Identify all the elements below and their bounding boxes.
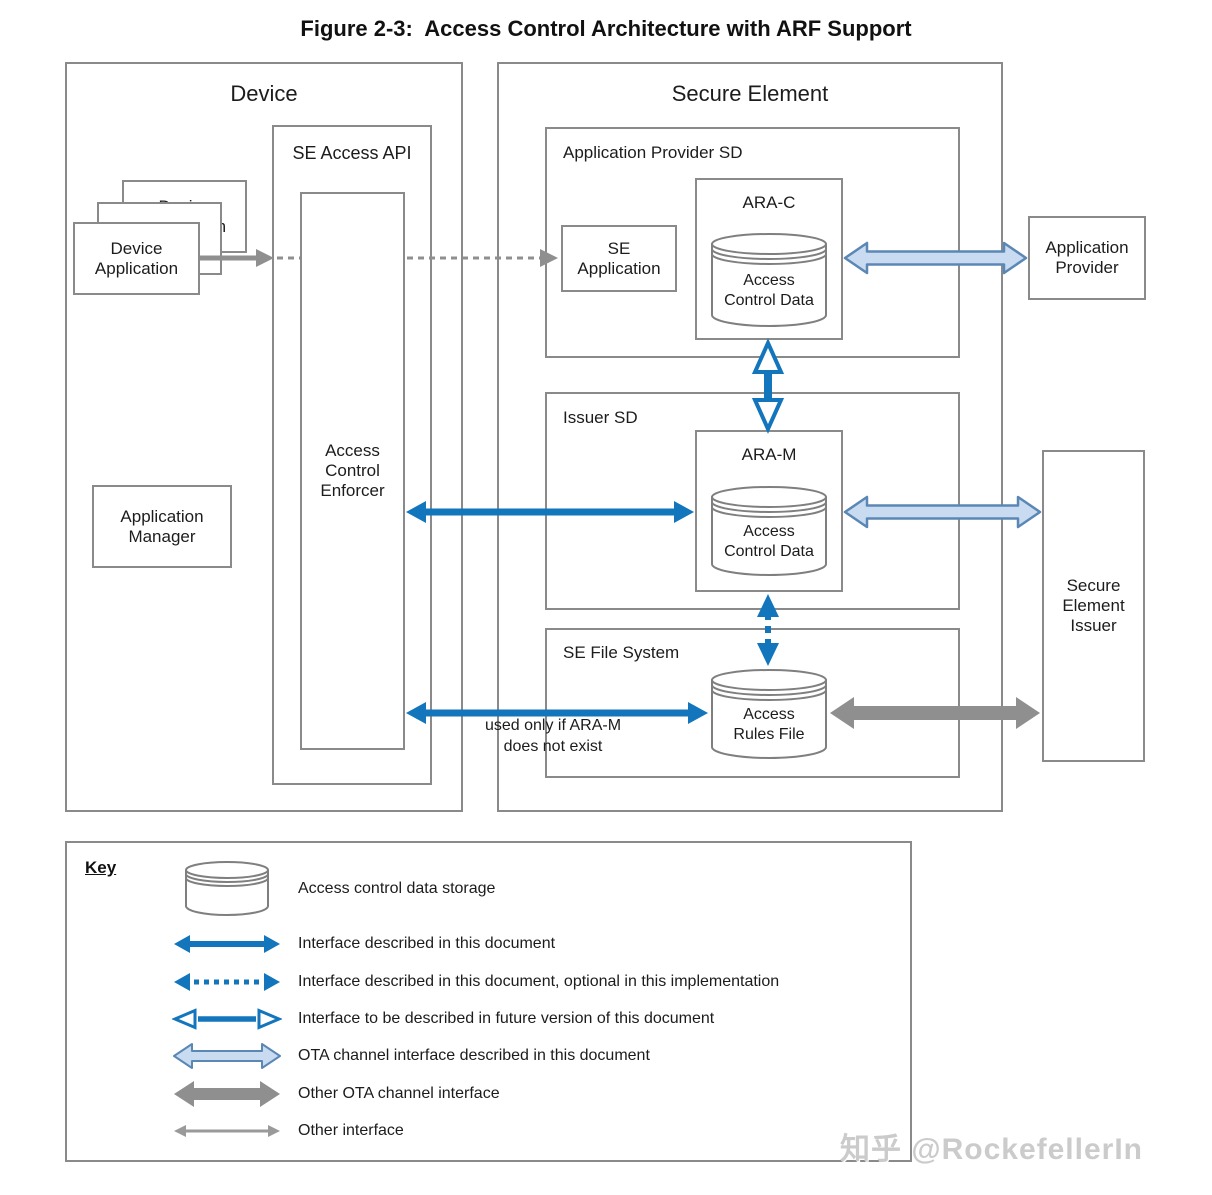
application-manager-label: Application Manager — [120, 506, 204, 546]
thin-gray-arrow-icon — [172, 1113, 282, 1149]
device-title: Device — [230, 81, 298, 106]
legend-label-future: Interface to be described in future vers… — [298, 1010, 715, 1027]
legend-row-thick-gray: Other OTA channel interface — [172, 1076, 500, 1112]
application-provider-label: Application Provider — [1045, 238, 1129, 277]
access-rules-file-cylinder-icon: Access Rules File — [710, 668, 828, 760]
legend-row-dotted: Interface described in this document, op… — [172, 964, 779, 1000]
secure-element-issuer-label: Secure Element Issuer — [1062, 576, 1125, 635]
legend-label-ota: OTA channel interface described in this … — [298, 1047, 650, 1064]
ara-m-data-label: Access Control Data — [724, 523, 814, 560]
legend-label-solid: Interface described in this document — [298, 935, 556, 952]
solid-blue-arrow-icon — [172, 926, 282, 962]
legend-label-dotted: Interface described in this document, op… — [298, 973, 780, 990]
figure-title: Figure 2-3: Access Control Architecture … — [300, 16, 912, 41]
legend-label-thick-gray: Other OTA channel interface — [298, 1085, 500, 1102]
future-blue-arrow-icon — [172, 1001, 282, 1037]
se-file-system-label: SE File System — [563, 643, 680, 662]
ara-c-data-label: Access Control Data — [724, 272, 814, 309]
key-title: Key — [85, 858, 117, 877]
legend-row-solid: Interface described in this document — [172, 926, 555, 962]
dotted-blue-arrow-icon — [172, 964, 282, 1000]
application-provider-sd-label: Application Provider SD — [563, 143, 743, 162]
legend-label-thin-gray: Other interface — [298, 1122, 404, 1139]
secure-element-title: Secure Element — [671, 81, 829, 106]
application-provider-box: Application Provider — [1028, 216, 1146, 300]
legend-row-ota: OTA channel interface described in this … — [172, 1038, 650, 1074]
ara-m-cylinder-icon: Access Control Data — [710, 485, 828, 577]
device-application-box: Device Application — [73, 222, 200, 295]
ota-arrow-icon — [172, 1038, 282, 1074]
ara-m-label: ARA-M — [741, 445, 797, 464]
access-control-enforcer-box: Access Control Enforcer — [300, 192, 405, 750]
access-rules-file-label: Access Rules File — [733, 706, 805, 743]
legend-label-storage: Access control data storage — [298, 880, 496, 897]
legend-row-thin-gray: Other interface — [172, 1113, 404, 1149]
access-control-enforcer-label: Access Control Enforcer — [320, 441, 385, 500]
se-application-box: SE Application — [561, 225, 677, 292]
ara-c-cylinder-icon: Access Control Data — [710, 232, 828, 328]
secure-element-issuer-box: Secure Element Issuer — [1042, 450, 1145, 762]
ara-c-label: ARA-C — [742, 193, 796, 212]
application-manager-box: Application Manager — [92, 485, 232, 568]
legend-row-future: Interface to be described in future vers… — [172, 1001, 714, 1037]
legend-row-storage: Access control data storage — [172, 859, 495, 919]
arf-fallback-note: used only if ARA-M does not exist — [484, 717, 622, 755]
cylinder-icon — [172, 860, 282, 918]
watermark: 知乎 @RockefellerIn — [840, 1133, 1143, 1166]
se-access-api-label: SE Access API — [292, 143, 412, 163]
device-application-label: Device Application — [94, 238, 179, 278]
se-application-label: SE Application — [577, 238, 661, 278]
issuer-sd-label: Issuer SD — [563, 408, 638, 427]
thick-gray-arrow-icon — [172, 1076, 282, 1112]
